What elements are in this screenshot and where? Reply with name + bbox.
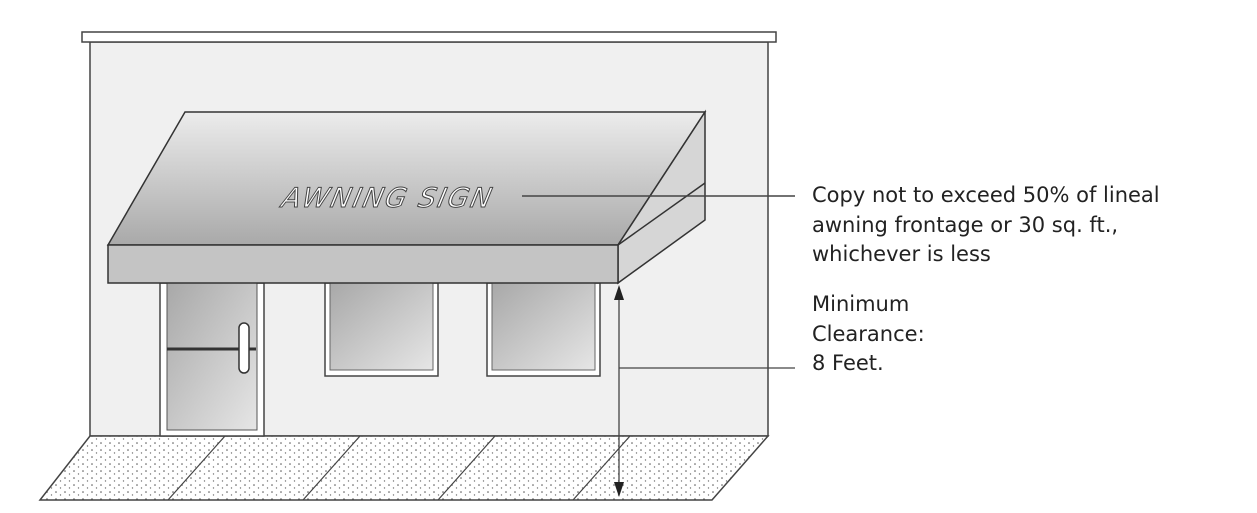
note-line: Minimum: [812, 292, 910, 316]
arrow-down-icon: [614, 482, 624, 497]
note-line: Clearance:: [812, 321, 925, 346]
note-line: Copy not to exceed 50% of lineal: [812, 183, 1160, 207]
clearance-note: Minimum Clearance: 8 Feet.: [812, 290, 925, 379]
window-left: [324, 282, 439, 377]
cornice: [81, 31, 777, 43]
awning-sign-text: AWNING SIGN: [277, 183, 496, 214]
copy-limit-note: Copy not to exceed 50% of lineal awning …: [812, 181, 1160, 270]
arrow-up-icon: [614, 285, 624, 300]
note-line: awning frontage or 30 sq. ft.,: [812, 212, 1119, 237]
door: [159, 282, 265, 437]
awning: AWNING SIGN: [106, 109, 707, 285]
note-line: 8 Feet.: [812, 351, 884, 375]
note-line: whichever is less: [812, 242, 991, 266]
sidewalk: [38, 435, 770, 501]
window-right: [486, 282, 601, 377]
door-handle: [238, 322, 250, 374]
